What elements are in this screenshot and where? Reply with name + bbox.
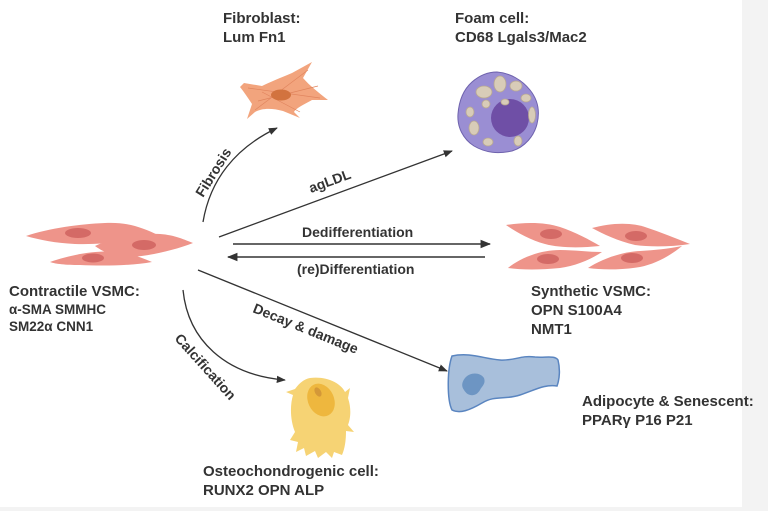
contractile-cell-2-nucleus: [132, 240, 156, 250]
fibroblast-cell: [240, 62, 328, 119]
calcification-arrow: [182, 289, 286, 383]
contractile-vsmc-title: Contractile VSMC:: [9, 283, 140, 300]
fibroblast-label: Fibroblast: Lum Fn1: [223, 10, 301, 48]
contractile-cell-1-nucleus: [65, 228, 91, 238]
lipid-droplet: [482, 137, 494, 147]
lipid-droplets: [465, 75, 536, 147]
lipid-droplet: [468, 120, 480, 136]
contractile-cell-3-nucleus: [82, 253, 104, 263]
decay-damage-arrow: [197, 269, 448, 372]
synthetic-vsmc-markers-2: NMT1: [531, 320, 572, 338]
synthetic-cell-1-nucleus: [540, 229, 562, 239]
fibrosis-arrow: [202, 127, 278, 223]
osteo-nucleolus: [314, 387, 322, 397]
foam-cell-label: Foam cell: CD68 Lgals3/Mac2: [455, 10, 587, 48]
synthetic-cell-2-nucleus: [625, 231, 647, 241]
calcification-label: Calcification: [172, 330, 240, 403]
contractile-vsmc-label: Contractile VSMC: α-SMA SMMHC SM22α CNN1: [9, 283, 140, 336]
osteochondrogenic-label: Osteochondrogenic cell: RUNX2 OPN ALP: [203, 463, 379, 501]
adipocyte-senescent-label: Adipocyte & Senescent: PPARγ P16 P21: [582, 393, 754, 431]
lipid-droplet: [520, 93, 532, 103]
adipocyte-nucleus: [462, 373, 485, 396]
lipid-droplet: [528, 106, 536, 124]
synthetic-cell-3-nucleus: [537, 254, 559, 264]
lipid-droplet: [465, 106, 475, 118]
lipid-droplet: [509, 80, 523, 92]
agldl-label: agLDL: [307, 166, 354, 196]
fibroblast-markers: Lum Fn1: [223, 28, 286, 46]
fibroblast-nucleus: [271, 89, 291, 101]
lipid-droplet: [481, 99, 491, 109]
fibrosis-label: Fibrosis: [192, 145, 235, 200]
foam-cell-title: Foam cell:: [455, 10, 530, 27]
synthetic-vsmc-label: Synthetic VSMC: OPN S100A4 NMT1: [531, 283, 651, 339]
osteochondrogenic-markers: RUNX2 OPN ALP: [203, 481, 325, 499]
osteochondrogenic-cell: [286, 377, 354, 458]
decay-damage-label: Decay & damage: [251, 300, 361, 357]
foam-cell-nucleus: [491, 99, 529, 137]
osteo-body: [286, 377, 354, 458]
foam-cell: [457, 71, 539, 154]
osteo-nucleus: [307, 383, 335, 417]
lipid-droplet: [493, 75, 507, 93]
foam-cell-markers: CD68 Lgals3/Mac2: [455, 28, 587, 46]
redifferentiation-label: (re)Differentiation: [297, 261, 414, 277]
osteochondrogenic-title: Osteochondrogenic cell:: [203, 463, 379, 480]
contractile-vsmc-markers-2: SM22α CNN1: [9, 318, 94, 334]
lipid-droplet: [513, 135, 523, 147]
adipocyte-body: [447, 354, 561, 413]
fibroblast-title: Fibroblast:: [223, 10, 301, 27]
adipocyte-senescent-markers: PPARγ P16 P21: [582, 411, 693, 429]
lipid-droplet: [500, 98, 510, 106]
synthetic-vsmc-title: Synthetic VSMC:: [531, 283, 652, 300]
synthetic-vsmc-markers-1: OPN S100A4: [531, 301, 622, 319]
agldl-arrow: [218, 150, 453, 238]
adipocyte-senescent-title: Adipocyte & Senescent:: [582, 393, 754, 410]
adipocyte-cell: [447, 354, 561, 413]
contractile-vsmc-cells: [26, 222, 193, 266]
contractile-vsmc-markers-1: α-SMA SMMHC: [9, 301, 107, 317]
lipid-droplet: [475, 85, 493, 99]
vsmc-phenotype-diagram: Fibrosis agLDL Dedifferentiation (re)Dif…: [26, 62, 690, 458]
synthetic-vsmc-cells: [506, 222, 690, 270]
dedifferentiation-label: Dedifferentiation: [302, 224, 413, 240]
synthetic-cell-4-nucleus: [621, 253, 643, 263]
